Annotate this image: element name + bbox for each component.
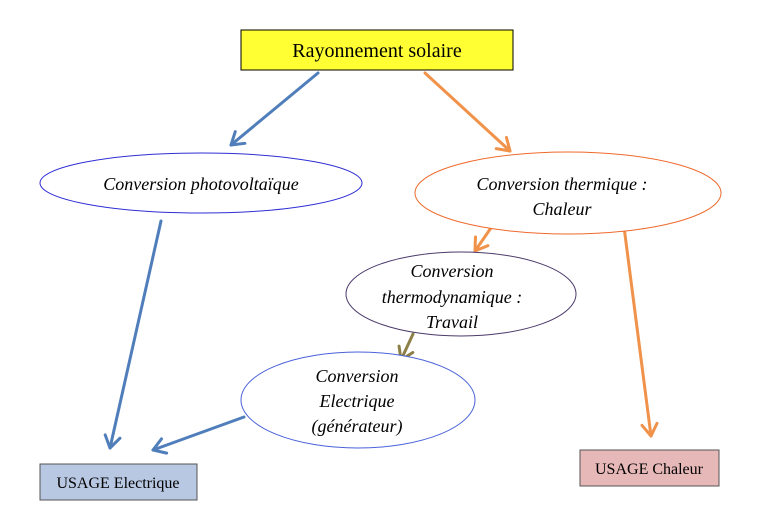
electrique-label-line3: (générateur) [312, 416, 403, 437]
thermodynamique-label-line1: Conversion [411, 261, 494, 281]
arrow-root-to-thermique-head [494, 135, 512, 153]
thermique-label-line1: Conversion thermique : [477, 174, 648, 194]
electrique-node: Conversion Electrique (générateur) [240, 351, 476, 449]
arrow-photovoltaique-to-usage-electrique [108, 219, 163, 450]
electrique-oval [240, 351, 476, 449]
arrow-thermique-to-thermodynamique-head [473, 235, 490, 253]
root-node: Rayonnement solaire [240, 29, 514, 71]
thermodynamique-label-line3: Travail [426, 312, 478, 332]
arrow-thermique-to-usage-chaleur-head [640, 421, 659, 438]
photovoltaique-label: Conversion photovoltaïque [103, 174, 298, 194]
thermique-oval [414, 151, 722, 235]
thermique-node: Conversion thermique : Chaleur [414, 151, 722, 235]
arrow-electrique-to-usage-electrique-head [151, 437, 169, 455]
root-box [240, 29, 514, 71]
arrow-electrique-to-usage-electrique [151, 415, 246, 452]
arrow-thermique-to-thermodynamique [473, 223, 495, 253]
thermodynamique-node: Conversion thermodynamique : Travail [345, 251, 577, 337]
photovoltaique-node: Conversion photovoltaïque [39, 152, 363, 214]
usage-electrique-node: USAGE Electrique [39, 463, 198, 501]
arrow-root-to-photovoltaique [229, 71, 320, 147]
usage-electrique-box [39, 463, 198, 501]
root-label: Rayonnement solaire [292, 40, 462, 62]
usage-chaleur-box [579, 449, 720, 487]
arrow-thermique-to-usage-chaleur [621, 217, 653, 438]
thermodynamique-oval [345, 251, 577, 337]
arrow-root-to-photovoltaique-head [229, 130, 247, 147]
arrow-photovoltaique-to-usage-electrique-head [103, 433, 122, 450]
electrique-label-line1: Conversion [316, 366, 399, 386]
usage-chaleur-label: USAGE Chaleur [595, 461, 704, 478]
usage-chaleur-node: USAGE Chaleur [579, 449, 720, 487]
electrique-label-line2: Electrique [319, 391, 395, 411]
thermique-label-line2: Chaleur [532, 199, 592, 219]
thermodynamique-label-line2: thermodynamique : [382, 287, 522, 307]
arrows [103, 71, 659, 455]
usage-electrique-label: USAGE Electrique [56, 475, 179, 492]
arrow-root-to-thermique [423, 71, 512, 153]
photovoltaique-oval [39, 152, 363, 214]
